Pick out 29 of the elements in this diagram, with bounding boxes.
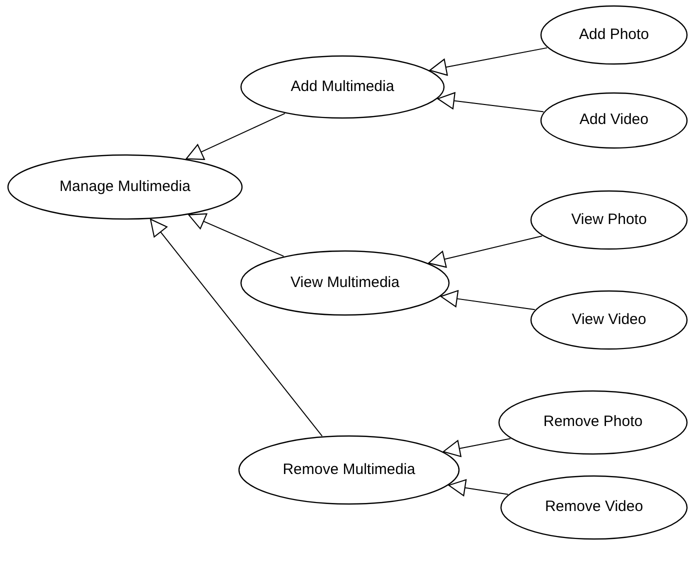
- generalization-arrow: [448, 479, 509, 496]
- use-case-label: View Multimedia: [290, 272, 400, 293]
- use-case-ellipse: [530, 290, 688, 350]
- use-case-label: Remove Photo: [543, 412, 643, 432]
- use-case-label: Manage Multimedia: [60, 176, 190, 197]
- generalization-arrow: [440, 290, 536, 310]
- generalization-arrow: [442, 438, 511, 457]
- use-case-label: Add Photo: [578, 24, 650, 45]
- use-case-ellipse: [238, 435, 460, 505]
- use-case-ellipse: [240, 250, 450, 316]
- use-case-label: Add Multimedia: [290, 76, 394, 97]
- use-case-label: Remove Video: [544, 497, 644, 518]
- use-case-label: Remove Multimedia: [282, 460, 416, 480]
- generalization-arrow: [429, 47, 548, 76]
- generalization-arrow: [150, 218, 323, 437]
- generalization-arrow: [186, 112, 286, 160]
- use-case-label: View Video: [572, 310, 646, 330]
- use-case-ellipse: [498, 390, 688, 455]
- use-case-label: View Photo: [571, 210, 647, 230]
- generalization-arrow: [437, 92, 544, 112]
- use-case-ellipse: [530, 190, 688, 250]
- use-case-ellipse: [240, 55, 445, 119]
- generalization-arrow: [188, 213, 284, 257]
- use-case-ellipse: [540, 5, 688, 65]
- use-case-ellipse: [7, 154, 243, 220]
- use-case-ellipse: [500, 475, 688, 540]
- use-case-label: Add Video: [580, 110, 648, 130]
- use-case-ellipse: [540, 92, 688, 149]
- generalization-arrow: [428, 235, 543, 268]
